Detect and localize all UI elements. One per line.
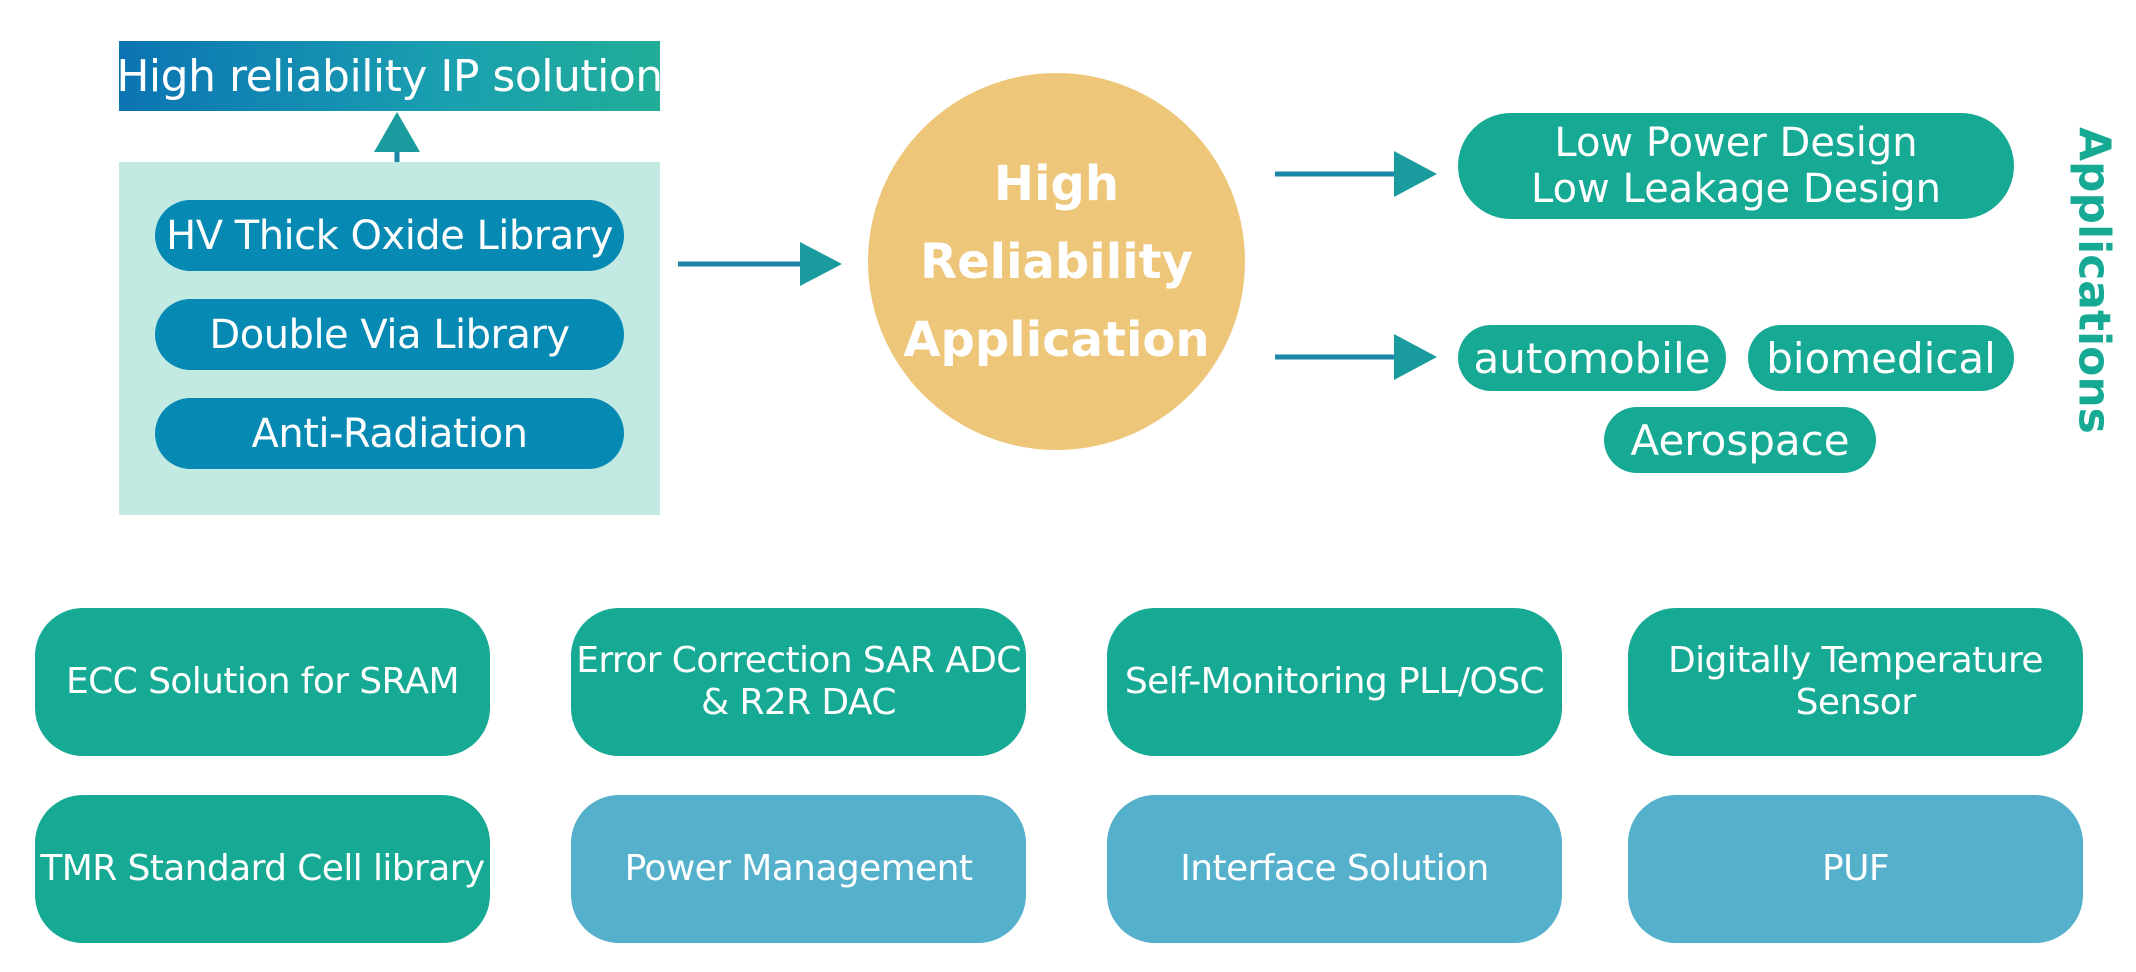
center-line-1: High xyxy=(993,155,1120,212)
arrow-to-fields xyxy=(1275,334,1437,380)
library-hv-thick-oxide: HV Thick Oxide Library xyxy=(155,200,624,271)
applications-vertical-label: Applications xyxy=(2068,126,2120,434)
field-automobile: automobile xyxy=(1458,325,1726,391)
library-double-via: Double Via Library xyxy=(155,299,624,370)
arrow-to-design xyxy=(1275,151,1437,197)
solution-card-1-line-1: ECC Solution for SRAM xyxy=(66,661,460,702)
ip-solution-title: High reliability IP solution xyxy=(116,41,663,111)
solution-card-2-line-2: & R2R DAC xyxy=(701,682,896,723)
solution-card-5-line-1: TMR Standard Cell library xyxy=(40,848,485,889)
solution-card-7-line-1: Interface Solution xyxy=(1180,848,1489,889)
low-power-design-label: Low Power Design xyxy=(1554,120,1918,166)
field-biomedical: biomedical xyxy=(1748,325,2014,391)
solution-card-2-line-1: Error Correction SAR ADC xyxy=(576,640,1021,681)
high-reliability-application-circle: High Reliability Application xyxy=(868,73,1245,450)
solution-card-4-line-1: Digitally Temperature xyxy=(1668,640,2044,681)
solution-card-7: Interface Solution xyxy=(1107,795,1562,943)
solution-card-4-line-2: Sensor xyxy=(1795,682,1916,723)
arrow-up-to-title xyxy=(374,112,420,168)
arrow-to-center xyxy=(678,242,842,286)
solution-card-1: ECC Solution for SRAM xyxy=(35,608,490,756)
center-line-2: Reliability xyxy=(920,233,1193,290)
low-leakage-design-label: Low Leakage Design xyxy=(1531,166,1941,212)
center-line-3: Application xyxy=(903,311,1210,368)
field-aerospace: Aerospace xyxy=(1604,407,1876,473)
solution-card-2: Error Correction SAR ADC& R2R DAC xyxy=(571,608,1026,756)
solution-card-8: PUF xyxy=(1628,795,2083,943)
library-anti-radiation: Anti-Radiation xyxy=(155,398,624,469)
solution-card-3: Self-Monitoring PLL/OSC xyxy=(1107,608,1562,756)
solution-card-5: TMR Standard Cell library xyxy=(35,795,490,943)
solution-card-6: Power Management xyxy=(571,795,1026,943)
solution-card-6-line-1: Power Management xyxy=(624,848,973,889)
solution-card-8-line-1: PUF xyxy=(1822,848,1890,889)
design-pill: Low Power Design Low Leakage Design xyxy=(1458,113,2014,219)
solution-card-3-line-1: Self-Monitoring PLL/OSC xyxy=(1124,661,1545,702)
